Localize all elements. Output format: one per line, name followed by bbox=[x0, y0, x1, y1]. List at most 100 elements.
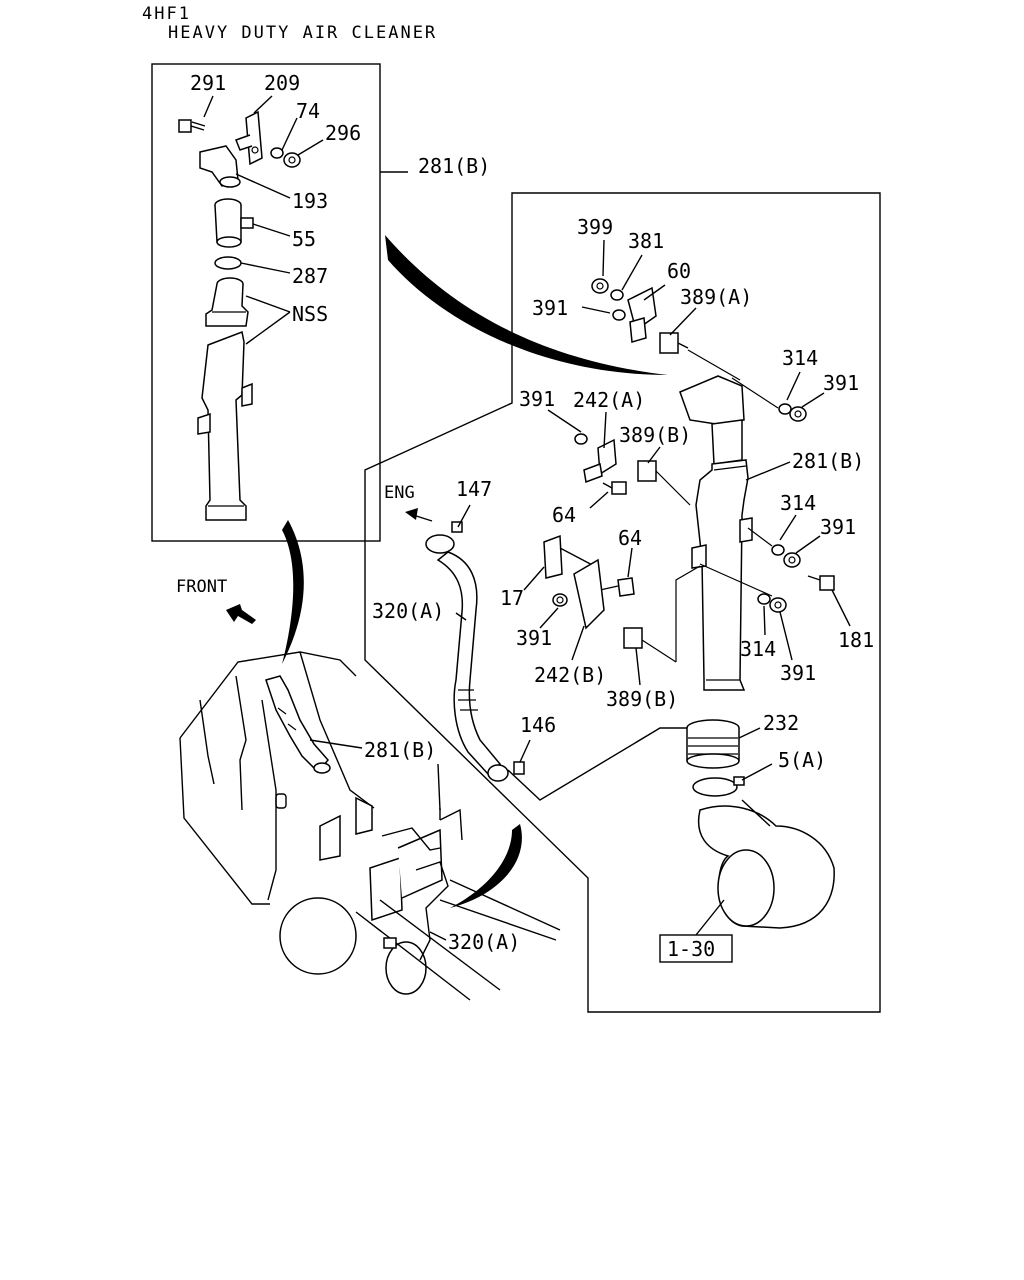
label-314-c: 314 bbox=[740, 637, 776, 661]
leader-389a bbox=[669, 307, 697, 336]
label-391-c: 391 bbox=[519, 387, 555, 411]
label-320a-main: 320(A) bbox=[372, 599, 444, 623]
leader-320a-main bbox=[455, 612, 467, 621]
leader-391-d bbox=[795, 535, 821, 554]
dash-line-c bbox=[747, 527, 773, 547]
curved-arrow-left bbox=[282, 520, 304, 664]
duct-281b-main bbox=[679, 375, 753, 691]
label-391-a: 391 bbox=[532, 296, 568, 320]
label-nss: NSS bbox=[292, 302, 328, 326]
leader-314-c bbox=[763, 605, 766, 636]
leader-64-a bbox=[589, 491, 609, 509]
label-287: 287 bbox=[292, 264, 328, 288]
bolt-64-a bbox=[602, 481, 627, 495]
clamp-146 bbox=[513, 761, 525, 775]
mount-389a bbox=[659, 332, 689, 354]
leader-320a-truck bbox=[429, 931, 447, 941]
truck-duct-281b bbox=[265, 675, 331, 774]
truck-cab bbox=[179, 651, 561, 1001]
diagram-code: 4HF1 bbox=[142, 4, 191, 24]
label-1-30: 1-30 bbox=[667, 937, 715, 961]
label-17: 17 bbox=[500, 586, 524, 610]
label-296: 296 bbox=[325, 121, 361, 145]
leader-287 bbox=[240, 262, 291, 274]
label-314-b: 314 bbox=[780, 491, 816, 515]
leader-281b-main bbox=[745, 461, 791, 481]
nut-391-f bbox=[769, 597, 787, 613]
leader-391-f bbox=[779, 611, 793, 661]
diagram-title: HEAVY DUTY AIR CLEANER bbox=[168, 23, 438, 43]
leader-296 bbox=[297, 139, 324, 156]
adapter-nss bbox=[205, 277, 249, 327]
leader-17 bbox=[523, 566, 545, 591]
leader-147 bbox=[457, 504, 471, 528]
leader-391-e bbox=[539, 607, 559, 629]
inset-frame bbox=[151, 63, 381, 542]
bolt-64-b bbox=[599, 577, 635, 597]
label-391-f: 391 bbox=[780, 661, 816, 685]
leader-1-30 bbox=[695, 899, 725, 936]
label-320a-truck: 320(A) bbox=[448, 930, 520, 954]
bracket-242b bbox=[573, 558, 605, 630]
nut-391-e bbox=[552, 593, 568, 607]
label-281b-truck: 281(B) bbox=[364, 738, 436, 762]
nut-391-a bbox=[612, 309, 626, 321]
bracket-209 bbox=[235, 110, 263, 166]
bracket-60 bbox=[627, 286, 657, 343]
bolt-291 bbox=[178, 119, 206, 133]
leader-389b-a bbox=[647, 446, 661, 464]
leader-181 bbox=[831, 589, 851, 627]
pipe-55 bbox=[214, 198, 254, 248]
leader-232 bbox=[738, 727, 761, 739]
label-281b-inset: 281(B) bbox=[418, 154, 490, 178]
leader-64-b bbox=[627, 547, 633, 578]
leader-389b-b bbox=[635, 647, 641, 686]
leader-381 bbox=[621, 254, 643, 291]
label-399: 399 bbox=[577, 215, 613, 239]
washer-314-c bbox=[757, 593, 771, 605]
elbow-193 bbox=[199, 145, 241, 188]
curved-arrow-top bbox=[385, 235, 668, 375]
front-arrow-icon bbox=[226, 604, 256, 624]
mount-389b-b bbox=[623, 627, 677, 663]
label-193: 193 bbox=[292, 189, 328, 213]
leader-314-a bbox=[786, 371, 801, 401]
label-74: 74 bbox=[296, 99, 320, 123]
label-64-b: 64 bbox=[618, 526, 642, 550]
leader-193 bbox=[235, 173, 291, 199]
label-389a: 389(A) bbox=[680, 285, 752, 309]
clamp-5a bbox=[692, 776, 745, 797]
leader-391-c bbox=[547, 409, 582, 433]
leader-242a bbox=[603, 411, 607, 449]
leader-391-a bbox=[581, 306, 611, 314]
label-front: FRONT bbox=[176, 577, 227, 597]
mount-389b-a bbox=[637, 460, 691, 506]
label-242a: 242(A) bbox=[573, 388, 645, 412]
washer-381 bbox=[610, 289, 624, 301]
nut-399 bbox=[591, 278, 609, 294]
label-281b-main: 281(B) bbox=[792, 449, 864, 473]
leader-399 bbox=[602, 239, 605, 277]
leader-391-b bbox=[801, 392, 825, 408]
label-55: 55 bbox=[292, 227, 316, 251]
leader-74 bbox=[281, 117, 298, 151]
leader-209 bbox=[253, 95, 273, 114]
eng-arrow-head bbox=[405, 508, 418, 520]
label-389b-b: 389(B) bbox=[606, 687, 678, 711]
leader-281b-truck-drop bbox=[437, 763, 441, 811]
label-291: 291 bbox=[190, 71, 226, 95]
nut-391-b bbox=[789, 406, 807, 422]
label-242b: 242(B) bbox=[534, 663, 606, 687]
dash-line-b bbox=[731, 377, 779, 409]
nut-391-d bbox=[783, 552, 801, 568]
label-64-a: 64 bbox=[552, 503, 576, 527]
leader-281b-truck bbox=[309, 739, 363, 749]
nut-391-c bbox=[574, 433, 588, 445]
leader-314-b bbox=[779, 514, 797, 541]
clamp-147 bbox=[451, 521, 463, 533]
air-cleaner bbox=[697, 799, 835, 929]
nut-296 bbox=[283, 152, 301, 168]
label-147: 147 bbox=[456, 477, 492, 501]
label-181: 181 bbox=[838, 628, 874, 652]
